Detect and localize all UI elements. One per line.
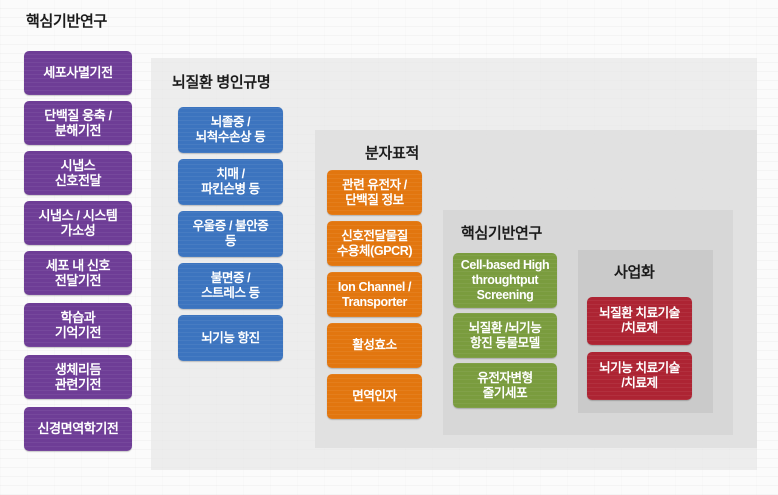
foundation-column-title: 핵심기반연구 — [26, 13, 108, 30]
foundation-item-0-label: 세포사멸기전 — [43, 65, 113, 81]
disease-item-3-label: 불면증 /스트레스 등 — [201, 271, 260, 300]
molecular-item-4-label: 면역인자 — [352, 389, 397, 404]
molecular-item-0-label: 관련 유전자 /단백질 정보 — [342, 177, 407, 207]
disease-item-4-label: 뇌기능 항진 — [201, 330, 260, 345]
molecular-panel-title: 분자표적 — [365, 145, 420, 162]
commercialization-item-1-label: 뇌기능 치료기술/치료제 — [599, 361, 680, 390]
disease-item-0[interactable]: 뇌졸중 /뇌척수손상 등 — [178, 107, 283, 153]
core-panel-title: 핵심기반연구 — [461, 225, 543, 242]
disease-item-1[interactable]: 치매 /파킨슨병 등 — [178, 159, 283, 205]
molecular-item-4[interactable]: 면역인자 — [327, 374, 422, 419]
molecular-item-3-label: 활성효소 — [352, 338, 397, 353]
molecular-item-2-label: Ion Channel /Transporter — [337, 279, 412, 309]
foundation-item-7-label: 신경면역학기전 — [37, 421, 119, 437]
commercialization-item-1[interactable]: 뇌기능 치료기술/치료제 — [587, 352, 692, 400]
disease-item-3[interactable]: 불면증 /스트레스 등 — [178, 263, 283, 309]
disease-panel-title: 뇌질환 병인규명 — [172, 74, 271, 91]
foundation-item-0[interactable]: 세포사멸기전 — [24, 51, 132, 95]
molecular-item-2[interactable]: Ion Channel /Transporter — [327, 272, 422, 317]
molecular-item-3[interactable]: 활성효소 — [327, 323, 422, 368]
commercialization-item-0[interactable]: 뇌질환 치료기술/치료제 — [587, 297, 692, 345]
molecular-item-0[interactable]: 관련 유전자 /단백질 정보 — [327, 170, 422, 215]
foundation-item-7[interactable]: 신경면역학기전 — [24, 407, 132, 451]
commercialization-item-0-label: 뇌질환 치료기술/치료제 — [599, 306, 680, 335]
foundation-item-1[interactable]: 단백질 웅축 /분해기전 — [24, 101, 132, 145]
foundation-item-1-label: 단백질 웅축 /분해기전 — [44, 107, 112, 138]
disease-item-4[interactable]: 뇌기능 항진 — [178, 315, 283, 361]
commercialization-panel-title: 사업화 — [614, 264, 655, 281]
disease-item-0-label: 뇌졸중 /뇌척수손상 등 — [195, 115, 266, 144]
disease-item-1-label: 치매 /파킨슨병 등 — [201, 167, 260, 196]
